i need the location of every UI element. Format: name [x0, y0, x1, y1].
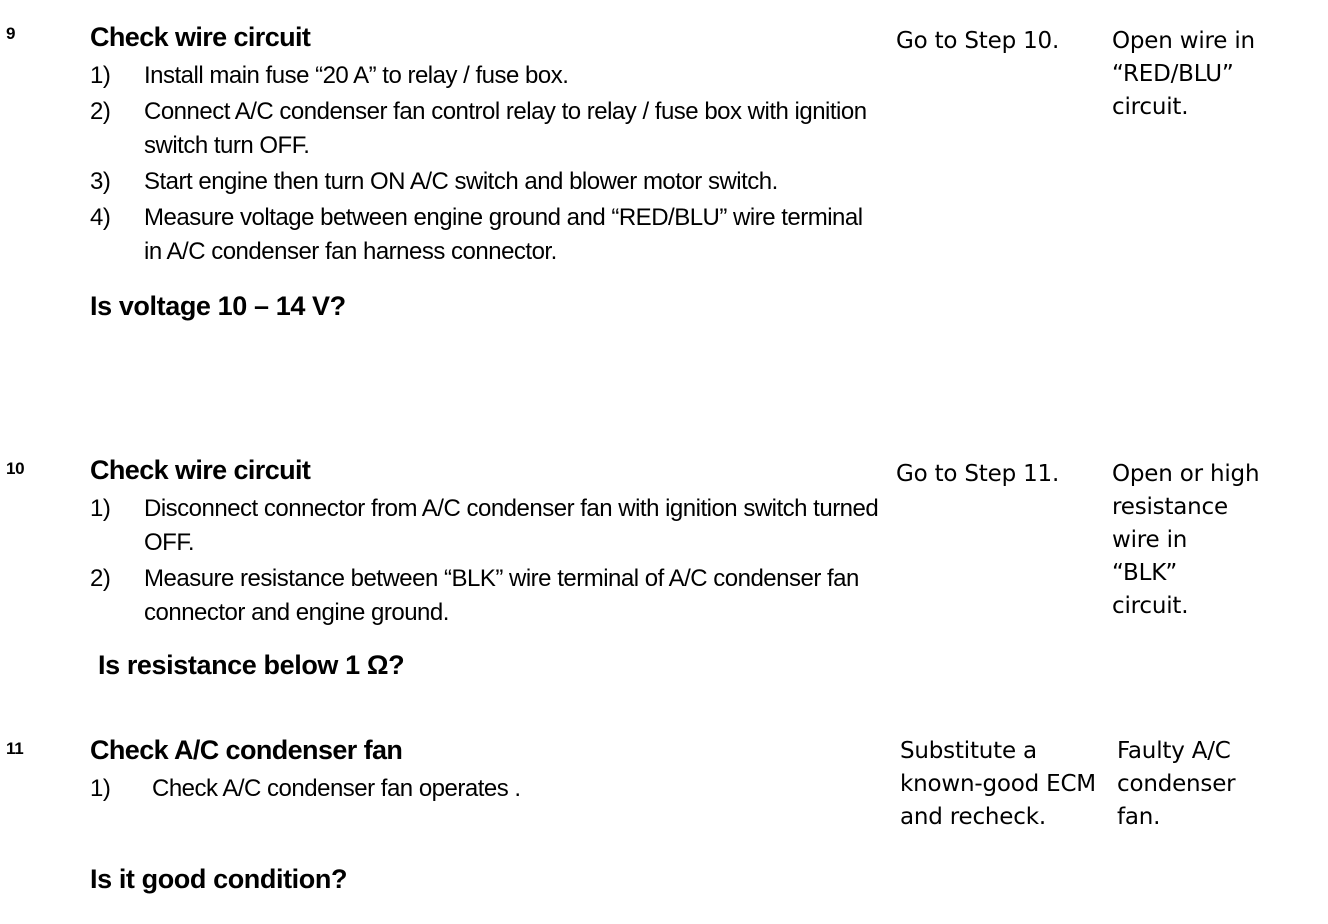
yes-branch-cell: Go to Step 11.: [896, 461, 1060, 487]
list-marker: 1): [90, 62, 111, 89]
no-branch-cell: Open wire in “RED/BLU” circuit.: [1112, 25, 1328, 124]
no-branch-line: Faulty A/C: [1117, 738, 1231, 764]
procedure-list: 1) Install main fuse “20 A” to relay / f…: [90, 59, 880, 269]
no-branch-line: Open or high: [1112, 461, 1260, 487]
no-branch-line: condenser: [1117, 771, 1236, 797]
step-number: 10: [6, 459, 25, 478]
list-marker: 1): [90, 775, 111, 802]
list-item-text: Start engine then turn ON A/C switch and…: [144, 168, 778, 195]
procedure-list: 1) Check A/C condenser fan operates .: [90, 772, 880, 806]
list-item-text: Connect A/C condenser fan control relay …: [144, 98, 867, 159]
list-item: 3) Start engine then turn ON A/C switch …: [90, 165, 880, 199]
no-branch-line: wire in: [1112, 527, 1188, 553]
list-item: 2) Measure resistance between “BLK” wire…: [90, 562, 880, 630]
step-number: 9: [6, 24, 16, 43]
list-marker: 2): [90, 565, 111, 592]
no-branch-line: Open wire in: [1112, 28, 1255, 54]
step-title: Check A/C condenser fan: [90, 735, 403, 765]
list-item-text: Check A/C condenser fan operates .: [152, 775, 521, 802]
list-marker: 1): [90, 495, 111, 522]
no-branch-line: resistance: [1112, 494, 1228, 520]
list-item: 1) Install main fuse “20 A” to relay / f…: [90, 59, 880, 93]
step-title: Check wire circuit: [90, 455, 311, 485]
step-action-cell: Check wire circuit 1) Install main fuse …: [90, 22, 880, 322]
yes-branch-cell: Substitute a known-good ECM and recheck.: [900, 738, 1096, 830]
yes-branch-cell: Go to Step 10.: [896, 28, 1060, 54]
no-branch-line: “RED/BLU”: [1112, 61, 1234, 87]
step-title: Check wire circuit: [90, 22, 311, 52]
step-question: Is it good condition?: [90, 864, 348, 894]
list-item-text: Measure voltage between engine ground an…: [144, 204, 863, 265]
list-item: 2) Connect A/C condenser fan control rel…: [90, 95, 880, 163]
no-branch-line: circuit.: [1112, 94, 1189, 120]
no-branch-line: circuit.: [1112, 593, 1189, 619]
step-number: 11: [6, 739, 24, 758]
procedure-list: 1) Disconnect connector from A/C condens…: [90, 492, 880, 630]
list-item-text: Measure resistance between “BLK” wire te…: [144, 565, 859, 626]
step-question: Is voltage 10 – 14 V?: [90, 291, 346, 321]
no-branch-line: fan.: [1117, 804, 1161, 830]
no-branch-line: “BLK”: [1112, 560, 1178, 586]
no-branch-cell: Faulty A/C condenser fan.: [1117, 735, 1328, 834]
list-item-text: Install main fuse “20 A” to relay / fuse…: [144, 62, 569, 89]
list-item: 4) Measure voltage between engine ground…: [90, 201, 880, 269]
list-item: 1) Disconnect connector from A/C condens…: [90, 492, 880, 560]
list-marker: 2): [90, 98, 111, 125]
list-marker: 4): [90, 204, 111, 231]
list-item-text: Disconnect connector from A/C condenser …: [144, 495, 879, 556]
step-question: Is resistance below 1 Ω?: [98, 650, 405, 680]
step-action-cell: Check A/C condenser fan 1) Check A/C con…: [90, 735, 880, 895]
no-branch-cell: Open or high resistance wire in “BLK” ci…: [1112, 458, 1328, 623]
list-marker: 3): [90, 168, 111, 195]
step-action-cell: Check wire circuit 1) Disconnect connect…: [90, 455, 880, 681]
list-item: 1) Check A/C condenser fan operates .: [90, 772, 880, 806]
